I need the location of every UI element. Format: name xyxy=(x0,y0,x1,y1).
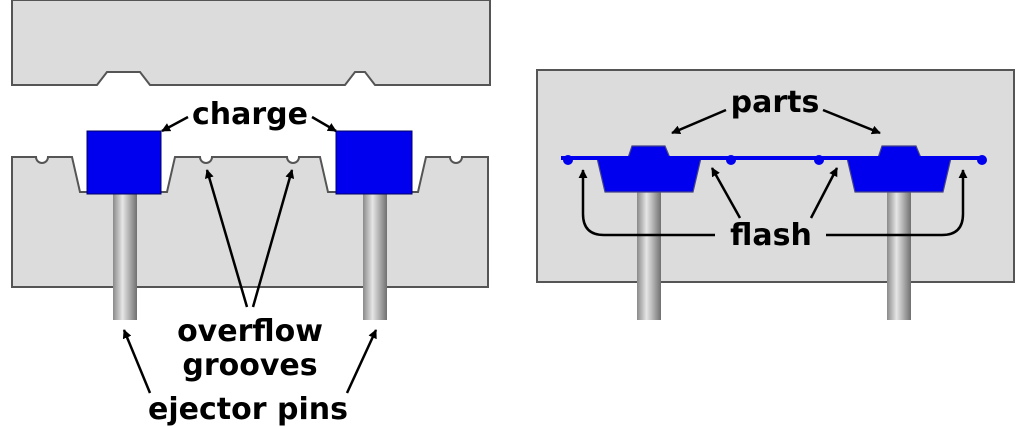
upper-mold-half xyxy=(11,0,491,86)
label-parts: parts xyxy=(731,85,820,120)
arrow-overflow-groove-left xyxy=(204,169,249,308)
annotation-arrows xyxy=(122,108,968,394)
label-overflow: overflow xyxy=(177,314,323,349)
charge-block-right xyxy=(335,130,413,195)
label-charge: charge xyxy=(192,97,308,132)
flash-groove-4 xyxy=(977,155,987,165)
arrow-flash-outer-right xyxy=(826,169,968,237)
arrow-overflow-groove-right xyxy=(251,169,295,308)
ejector-pin-closed-right xyxy=(887,192,911,320)
label-flash: flash xyxy=(730,218,812,253)
arrow-parts-left xyxy=(671,108,727,135)
ejector-pin-closed-left xyxy=(637,192,661,320)
label-ejector-pins: ejector pins xyxy=(148,392,348,427)
arrow-ejector-pin-left xyxy=(122,329,152,394)
ejector-pin-right xyxy=(363,192,387,320)
flash-groove-1 xyxy=(563,155,573,165)
lower-mold-half xyxy=(11,156,489,288)
charge-block-left xyxy=(86,130,162,195)
arrow-flash-outer-left xyxy=(578,169,715,237)
arrow-charge-right xyxy=(311,115,337,133)
open-mold-assembly xyxy=(11,0,491,320)
arrow-flash-inner-left xyxy=(710,167,742,219)
arrow-flash-inner-right xyxy=(809,167,839,219)
arrow-charge-left xyxy=(161,115,189,133)
flash-parting-line xyxy=(561,156,984,160)
flash-groove-2 xyxy=(726,155,736,165)
ejector-pin-left xyxy=(113,192,137,320)
arrow-ejector-pin-right xyxy=(345,329,378,394)
labels: charge overflow grooves ejector pins par… xyxy=(148,85,819,427)
flash-groove-3 xyxy=(814,155,824,165)
arrow-parts-right xyxy=(822,108,881,135)
label-grooves: grooves xyxy=(182,348,317,383)
closed-mold-assembly xyxy=(536,69,1015,320)
